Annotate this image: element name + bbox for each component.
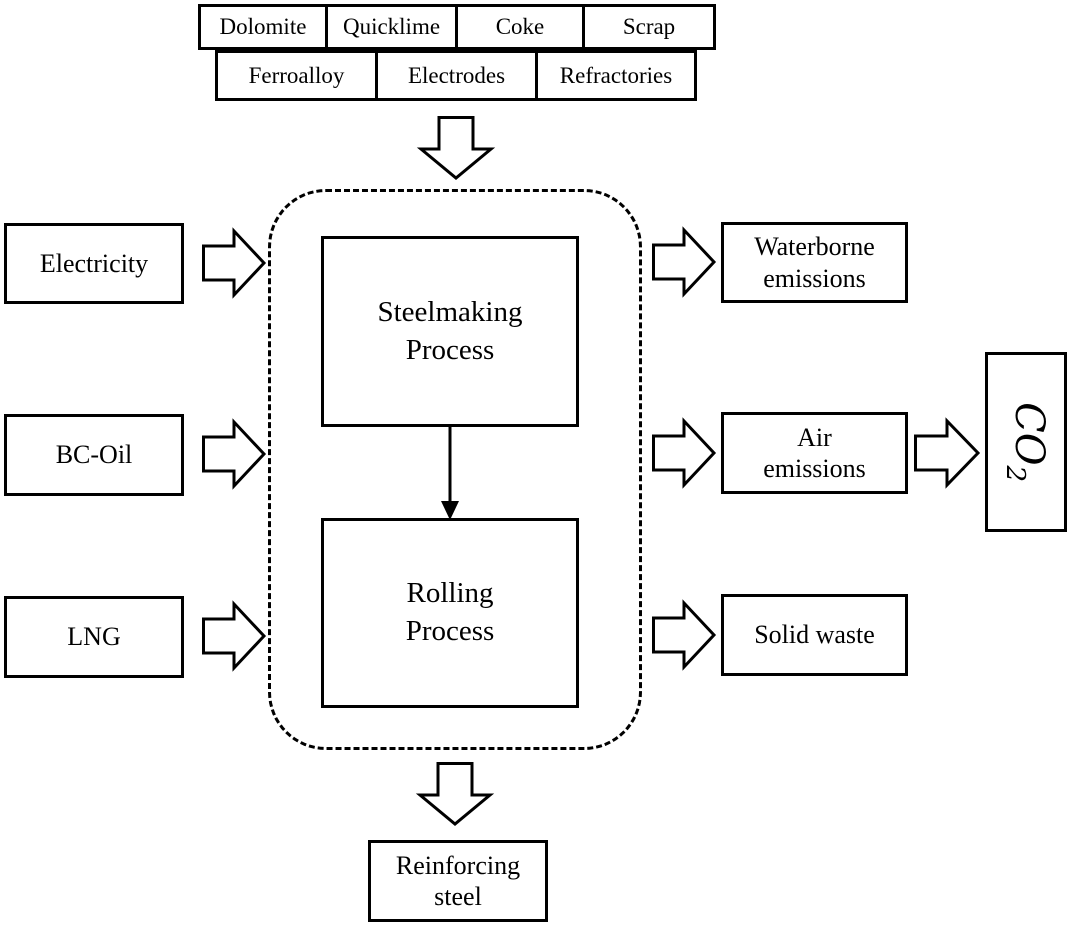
material-refractories-label: Refractories [559, 62, 673, 88]
input-lng-label: LNG [67, 622, 121, 652]
co2-base: CO [1006, 402, 1053, 466]
solid-waste-label: Solid waste [754, 620, 875, 650]
material-quicklime: Quicklime [325, 4, 458, 50]
input-bc-oil-label: BC-Oil [55, 440, 133, 470]
input-electricity-label: Electricity [39, 248, 149, 278]
steelmaking-line-2: Process [405, 333, 495, 366]
co2-box: CO2 [985, 352, 1067, 532]
material-ferroalloy-label: Ferroalloy [248, 62, 345, 88]
input-lng: LNG [4, 596, 184, 678]
input-electricity: Electricity [4, 223, 184, 304]
electricity-arrow [202, 227, 267, 299]
waterborne-line-2: emissions [763, 263, 866, 293]
system-boundary [268, 189, 642, 750]
material-coke-label: Coke [495, 14, 545, 40]
steelmaking-process: Steelmaking Process [321, 236, 579, 427]
product-line-1: Reinforcing [395, 850, 521, 880]
material-electrodes: Electrodes [375, 50, 538, 101]
material-dolomite: Dolomite [198, 4, 328, 50]
co2-arrow [914, 417, 981, 489]
steelmaking-line-1: Steelmaking [377, 295, 523, 328]
lng-arrow [202, 600, 267, 672]
air-emissions-arrow [652, 417, 717, 489]
material-refractories: Refractories [535, 50, 697, 101]
material-scrap: Scrap [582, 4, 716, 50]
output-air-emissions: Air emissions [721, 412, 908, 494]
solid-waste-arrow [652, 599, 717, 671]
rolling-line-1: Rolling [406, 577, 494, 610]
product-reinforcing-steel: Reinforcing steel [368, 840, 548, 922]
air-line-1: Air [797, 422, 832, 452]
product-line-2: steel [434, 882, 482, 911]
input-bc-oil: BC-Oil [4, 414, 184, 496]
rolling-line-2: Process [405, 615, 495, 647]
co2-subscript: 2 [1000, 465, 1031, 482]
waterborne-line-1: Waterborne [754, 232, 875, 262]
material-dolomite-label: Dolomite [219, 14, 307, 40]
bc-oil-arrow [202, 418, 267, 490]
co2-label: CO2 [999, 402, 1053, 482]
material-scrap-label: Scrap [622, 14, 676, 40]
product-down-arrow [415, 762, 495, 826]
rolling-process: Rolling Process [321, 518, 579, 708]
materials-down-arrow [416, 116, 496, 180]
air-line-2: emissions [763, 454, 866, 483]
material-coke: Coke [455, 4, 585, 50]
material-electrodes-label: Electrodes [407, 62, 506, 88]
material-ferroalloy: Ferroalloy [215, 50, 378, 101]
waterborne-arrow [652, 226, 717, 298]
steelmaking-to-rolling-arrow [441, 425, 459, 520]
output-solid-waste: Solid waste [721, 594, 908, 676]
output-waterborne-emissions: Waterborne emissions [721, 222, 908, 303]
material-quicklime-label: Quicklime [342, 14, 441, 40]
